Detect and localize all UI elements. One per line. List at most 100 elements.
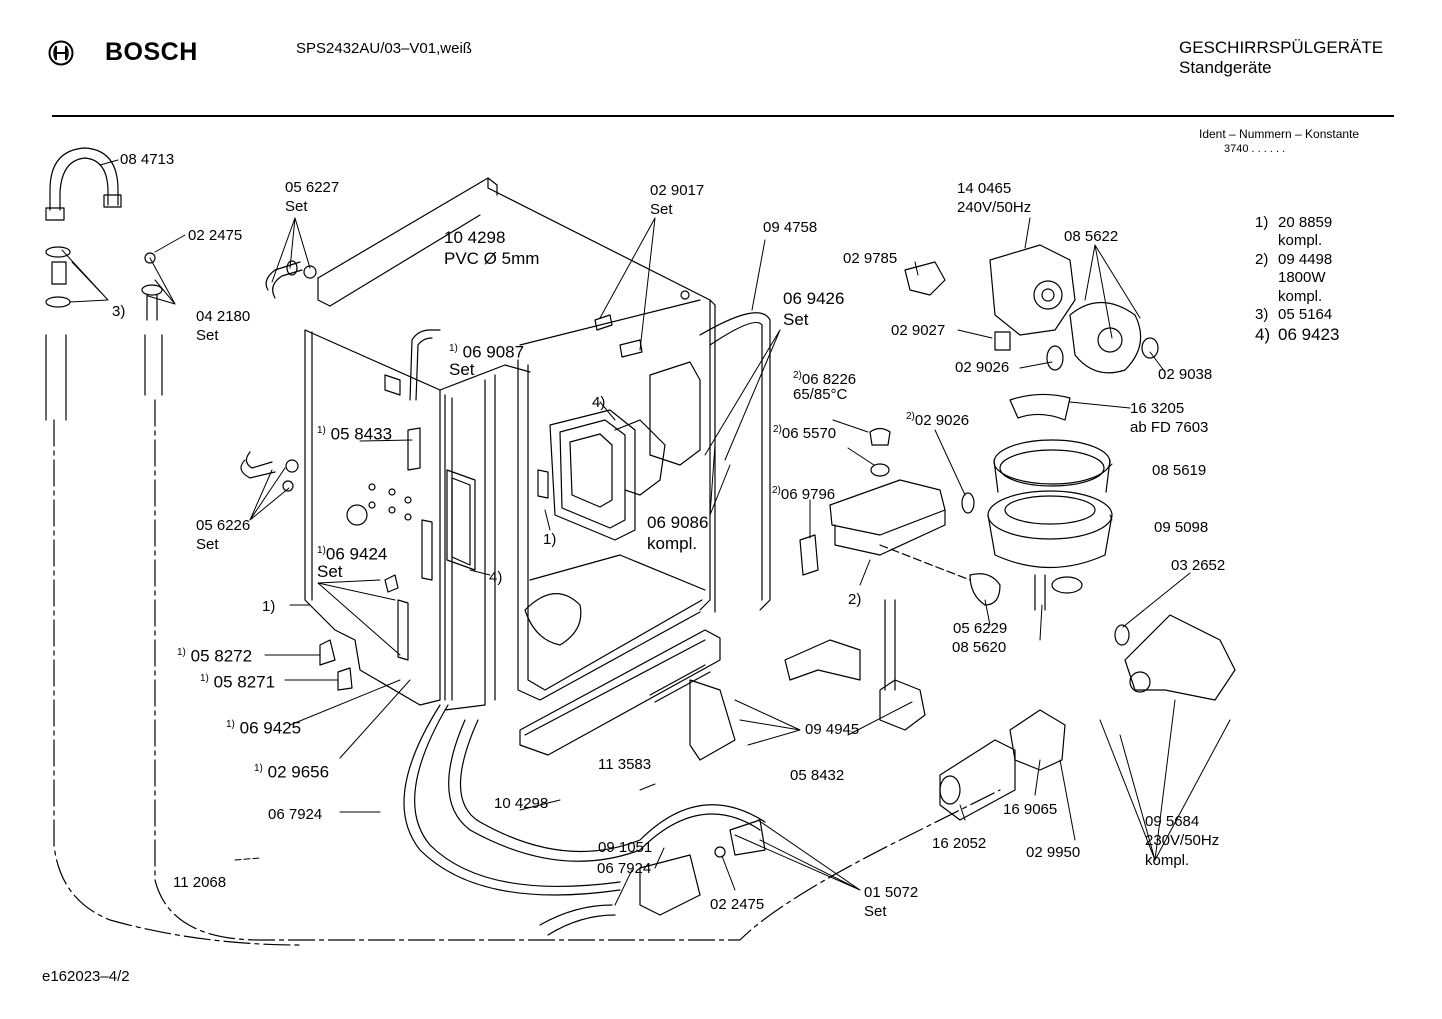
ident-title: Ident – Nummern – Konstante [1199,127,1360,141]
bottom-rail [519,629,721,756]
legend-num-1: 1) [1255,214,1269,231]
label-069426: 06 9426 [783,289,845,308]
ident-value: 3740 . . . . . . [1224,143,1286,155]
label-058432: 05 8432 [790,767,845,784]
category-subtitle: Standgeräte [1179,58,1272,77]
label-065570-num: 06 5570 [781,425,837,442]
label-056229: 05 6229 [953,620,1008,637]
note-ref-1: 1) [317,425,326,436]
label-056227-set: Set [285,198,308,215]
label-069087: 1) 06 9087 [449,338,524,363]
label-163205: 16 3205 [1130,400,1185,417]
label-058272-num: 05 8272 [190,646,253,666]
model-number: SPS2432AU/03–V01,weiß [296,40,472,57]
label-058433: 1) 05 8433 [317,420,392,445]
category-title: GESCHIRRSPÜLGERÄTE [1179,38,1384,57]
supply-hose [45,334,1001,946]
note-ref-1: 1) [226,719,235,730]
label-029017-set: Set [650,201,673,218]
label-085619: 08 5619 [1152,462,1207,479]
footer-code: e162023–4/2 [42,968,130,985]
label-240v: 240V/50Hz [957,199,1032,216]
legend-part-2: 09 4498 [1278,251,1333,268]
label-069087-num: 06 9087 [462,342,525,362]
label-029656: 1) 02 9656 [254,758,329,783]
legend-num-4: 4) [1255,325,1271,344]
label-029656-num: 02 9656 [267,762,330,782]
label-069796: 2)06 9796 [772,481,835,504]
label-temp: 65/85°C [793,386,848,403]
label-pvc: PVC Ø 5mm [444,249,540,268]
legend-part-1-note: kompl. [1278,232,1323,249]
leader-lines [61,159,1231,906]
label-marker-3: 3) [112,303,126,320]
label-085622: 08 5622 [1064,228,1119,245]
label-095098: 09 5098 [1154,519,1209,536]
legend-part-3: 05 5164 [1278,306,1333,323]
label-068226: 2)06 8226 [793,366,856,389]
label-094758: 09 4758 [763,219,818,236]
note-ref-2: 2) [772,485,781,496]
label-067924-b: 06 7924 [597,860,652,877]
label-140465: 14 0465 [957,180,1012,197]
label-069425: 1) 06 9425 [226,714,301,739]
label-056227: 05 6227 [285,179,340,196]
legend-num-2: 2) [1255,251,1269,268]
label-022475-a: 02 2475 [188,227,243,244]
label-marker-4-b: 4) [489,569,503,586]
legend-part-1: 20 8859 [1278,214,1333,231]
legend-part-2-power: 1800W [1278,269,1326,286]
label-058271-num: 05 8271 [213,672,276,692]
label-069796-num: 06 9796 [780,486,836,503]
label-085620: 08 5620 [952,639,1007,656]
label-069424: 1)06 9424 [317,540,387,565]
label-230v: 230V/50Hz [1145,832,1220,849]
label-104298-a: 10 4298 [444,228,506,247]
label-069424-num: 06 9424 [325,544,388,564]
label-marker-1-b: 1) [543,531,557,548]
label-029950: 02 9950 [1026,844,1081,861]
legend-part-4: 06 9423 [1278,325,1340,344]
label-029785: 02 9785 [843,250,898,267]
label-095684: 09 5684 [1145,813,1200,830]
label-marker-2: 2) [848,591,862,608]
label-094945: 09 4945 [805,721,860,738]
label-112068: 11 2068 [173,874,227,891]
label-marker-4-a: 4) [592,394,606,411]
hose-lines [403,329,766,936]
label-065570: 2)06 5570 [773,420,836,443]
note-ref-1: 1) [200,673,209,684]
label-084713: 08 4713 [120,151,175,168]
label-169065: 16 9065 [1003,801,1058,818]
label-marker-1-a: 1) [262,598,276,615]
label-042180: 04 2180 [196,308,251,325]
label-058433-num: 05 8433 [330,424,393,444]
note-ref-1: 1) [254,763,263,774]
label-095684-kompl: kompl. [1145,852,1190,869]
bosch-logo-icon [48,40,74,66]
note-ref-2: 2) [773,424,782,435]
label-056226: 05 6226 [196,517,251,534]
legend-num-3: 3) [1255,306,1269,323]
label-069087-set: Set [449,360,475,379]
label-022475-b: 02 2475 [710,896,765,913]
label-029026-b-num: 02 9026 [914,412,970,429]
label-029027: 02 9027 [891,322,946,339]
label-058272: 1) 05 8272 [177,642,252,667]
label-056226-set: Set [196,536,219,553]
label-029038: 02 9038 [1158,366,1213,383]
label-067924-a: 06 7924 [268,806,323,823]
label-091051: 09 1051 [598,839,653,856]
legend-part-2-note: kompl. [1278,288,1323,305]
note-ref-1: 1) [317,545,326,556]
label-069086-kompl: kompl. [647,534,698,553]
note-ref-1: 1) [177,647,186,658]
header-rule [52,115,1394,117]
label-029017: 02 9017 [650,182,705,199]
inner-tub [537,290,771,611]
label-113583: 11 3583 [598,756,652,773]
label-069424-set: Set [317,562,343,581]
brand-name: BOSCH [105,38,198,66]
note-ref-1: 1) [449,343,458,354]
